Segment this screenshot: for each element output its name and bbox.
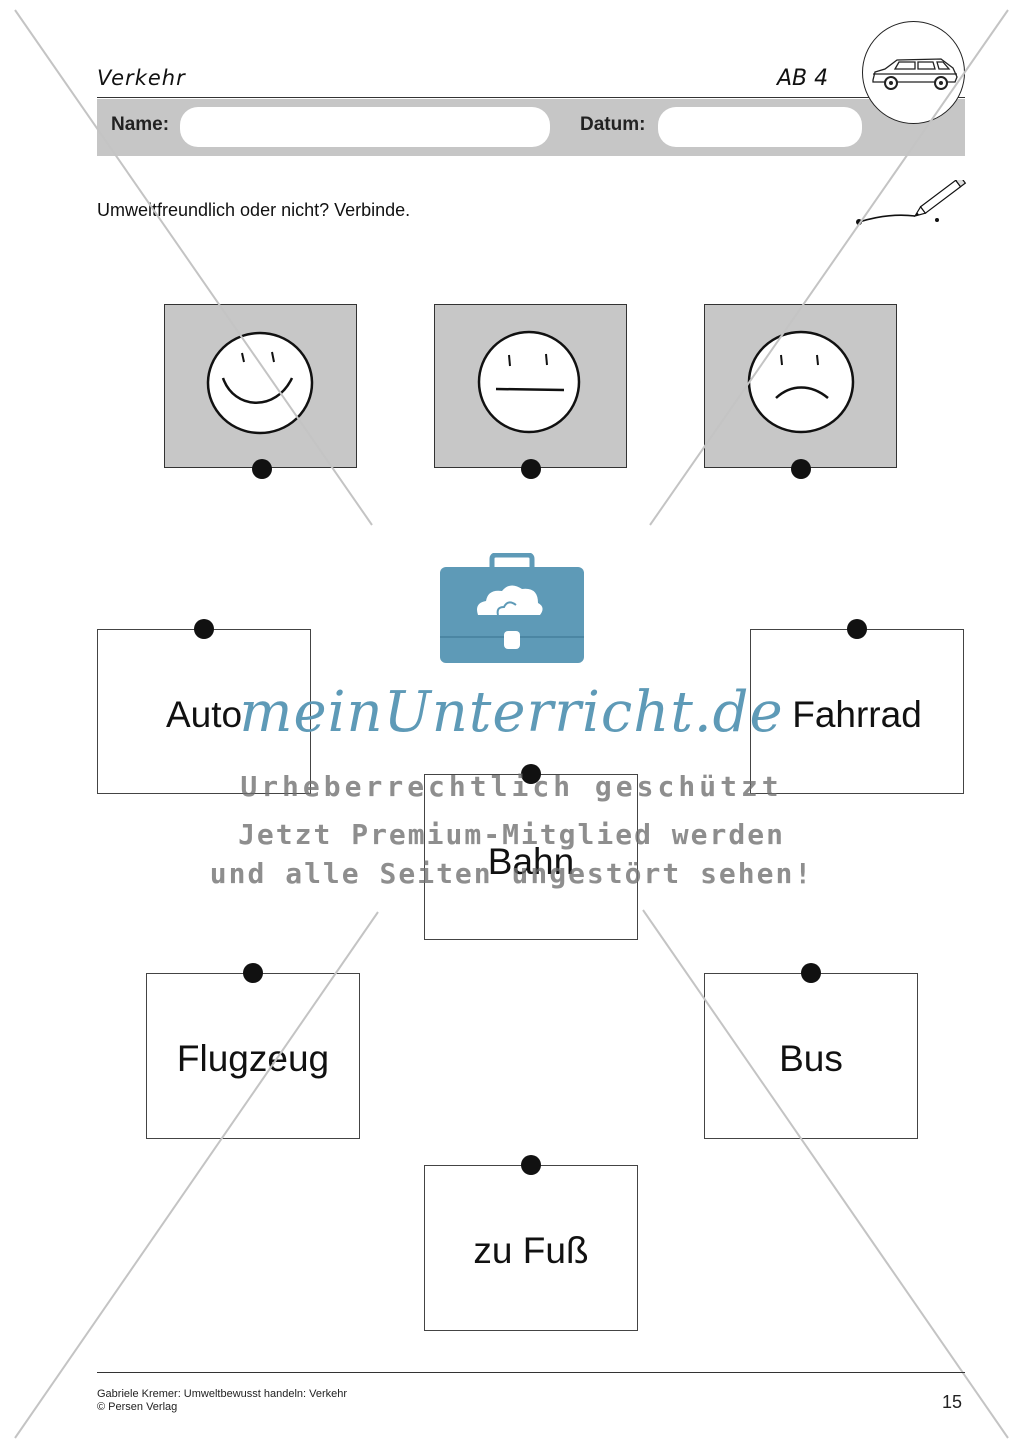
neutral-face-icon	[477, 330, 581, 434]
header-rule	[97, 97, 965, 98]
name-label: Name:	[111, 114, 170, 135]
watermark-copyright: Urheberrechtlich geschützt	[240, 770, 783, 803]
card-label: Auto	[165, 694, 243, 735]
face-box-sad	[704, 304, 897, 468]
watermark-premium: Jetzt Premium-Mitglied werden	[238, 818, 785, 851]
briefcase-cloud-icon	[440, 553, 584, 663]
date-field[interactable]	[658, 107, 862, 147]
sheet-number: AB 4	[777, 66, 829, 91]
card-label: Bus	[779, 1038, 843, 1079]
sad-face-icon	[747, 330, 855, 434]
connector-dot-zu-fuss[interactable]	[521, 1155, 541, 1175]
watermark-unlock: und alle Seiten ungestört sehen!	[209, 857, 814, 890]
connector-dot-happy[interactable]	[252, 459, 272, 479]
connector-dot-flugzeug[interactable]	[243, 963, 263, 983]
connector-dot-neutral[interactable]	[521, 459, 541, 479]
card-label: zu Fuß	[473, 1230, 589, 1271]
car-icon-badge	[862, 21, 965, 124]
topic-title: Verkehr	[97, 66, 186, 90]
page-number: 15	[942, 1392, 963, 1412]
date-label: Datum:	[580, 114, 646, 135]
name-field[interactable]	[180, 107, 550, 147]
face-box-neutral	[434, 304, 627, 468]
happy-face-icon	[206, 331, 314, 435]
card-label: Bahn	[487, 841, 575, 882]
connector-dot-bahn[interactable]	[521, 764, 541, 784]
face-box-happy	[164, 304, 357, 468]
footer-credits: Gabriele Kremer: Umweltbewusst handeln: …	[97, 1388, 347, 1414]
card-auto: Auto	[97, 629, 311, 794]
footer-rule	[97, 1372, 965, 1373]
car-icon	[872, 58, 958, 90]
footer-publisher: © Persen Verlag	[97, 1401, 178, 1413]
connector-dot-sad[interactable]	[791, 459, 811, 479]
footer-author: Gabriele Kremer: Umweltbewusst handeln: …	[97, 1388, 348, 1400]
connector-dot-bus[interactable]	[801, 963, 821, 983]
card-label: Flugzeug	[176, 1038, 330, 1079]
connector-dot-fahrrad[interactable]	[847, 619, 867, 639]
instruction-text: Umweltfreundlich oder nicht? Verbinde.	[97, 200, 411, 220]
card-label: Fahrrad	[792, 694, 922, 735]
card-flugzeug: Flugzeug	[146, 973, 360, 1139]
card-zu-fuss: zu Fuß	[424, 1165, 638, 1331]
watermark-brand: meinUnterricht.de	[239, 680, 784, 745]
card-bahn: Bahn	[424, 774, 638, 940]
card-bus: Bus	[704, 973, 918, 1139]
pencil-icon	[856, 180, 967, 225]
connector-dot-auto[interactable]	[194, 619, 214, 639]
card-fahrrad: Fahrrad	[750, 629, 964, 794]
